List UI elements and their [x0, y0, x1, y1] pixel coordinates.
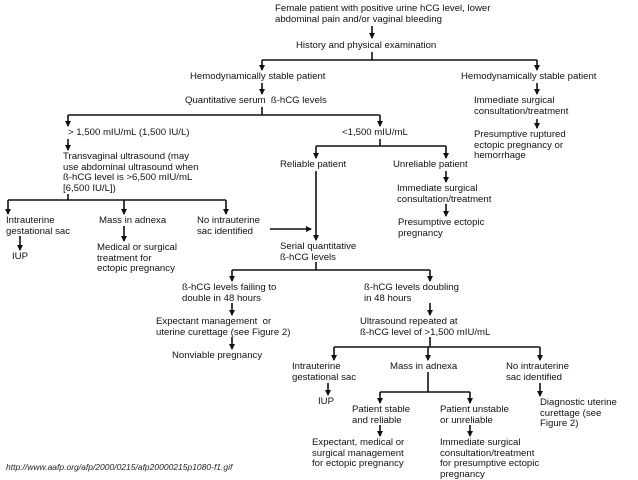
node-reliable: Reliable patient: [280, 159, 347, 170]
node-unstable: Patient unstable or unreliable: [440, 404, 509, 426]
node-diag: Diagnostic uterine curettage (see Figure…: [540, 397, 617, 430]
node-iup2: IUP: [318, 396, 334, 407]
node-mass2: Mass in adnexa: [390, 361, 458, 372]
node-gt1500: > 1,500 mIU/mL (1,500 IU/L): [68, 127, 190, 138]
node-expmed: Expectant, medical or surgical managemen…: [312, 437, 405, 470]
node-lt1500: <1,500 mIU/mL: [342, 127, 408, 138]
node-hemo-left: Hemodynamically stable patient: [190, 71, 326, 82]
node-presumptive: Presumptive ectopic pregnancy: [398, 217, 485, 239]
source-url: http://www.aafp.org/afp/2000/0215/afp200…: [6, 462, 233, 472]
node-no-intra1: No intrauterine sac identified: [197, 215, 260, 237]
node-surg-bottom: Immediate surgical consultation/treatmen…: [440, 437, 540, 480]
node-usrepeat: Ultrasound repeated at ß-hCG level of >1…: [360, 316, 491, 338]
node-mass1: Mass in adnexa: [99, 215, 167, 226]
node-surg-top: Immediate surgical consultation/treatmen…: [474, 95, 569, 117]
node-start: Female patient with positive urine hCG l…: [275, 3, 491, 25]
node-doubling: ß-hCG levels doubling in 48 hours: [364, 282, 459, 304]
node-no-intra2: No intrauterine sac identified: [506, 361, 569, 383]
node-surg-mid: Immediate surgical consultation/treatmen…: [397, 183, 492, 205]
node-stable: Patient stable and reliable: [352, 404, 411, 426]
node-expectant: Expectant management or uterine curettag…: [156, 316, 291, 338]
node-intra2: Intrauterine gestational sac: [292, 361, 356, 383]
node-nonviable: Nonviable pregnancy: [172, 350, 263, 361]
node-history: History and physical examination: [296, 40, 437, 51]
node-ruptured: Presumptive ruptured ectopic pregnancy o…: [474, 129, 566, 162]
node-unreliable: Unreliable patient: [393, 159, 468, 170]
node-iup1: IUP: [12, 251, 28, 262]
node-serial: Serial quantitative ß-hCG levels: [280, 241, 357, 263]
node-hemo-right: Hemodynamically stable patient: [461, 71, 597, 82]
node-tvus: Transvaginal ultrasound (may use abdomin…: [63, 151, 199, 194]
node-intra1: Intrauterine gestational sac: [6, 215, 70, 237]
node-quant: Quantitative serum ß-hCG levels: [185, 95, 327, 106]
node-medsurg: Medical or surgical treatment for ectopi…: [97, 242, 177, 275]
node-failing: ß-hCG levels failing to double in 48 hou…: [182, 282, 277, 304]
